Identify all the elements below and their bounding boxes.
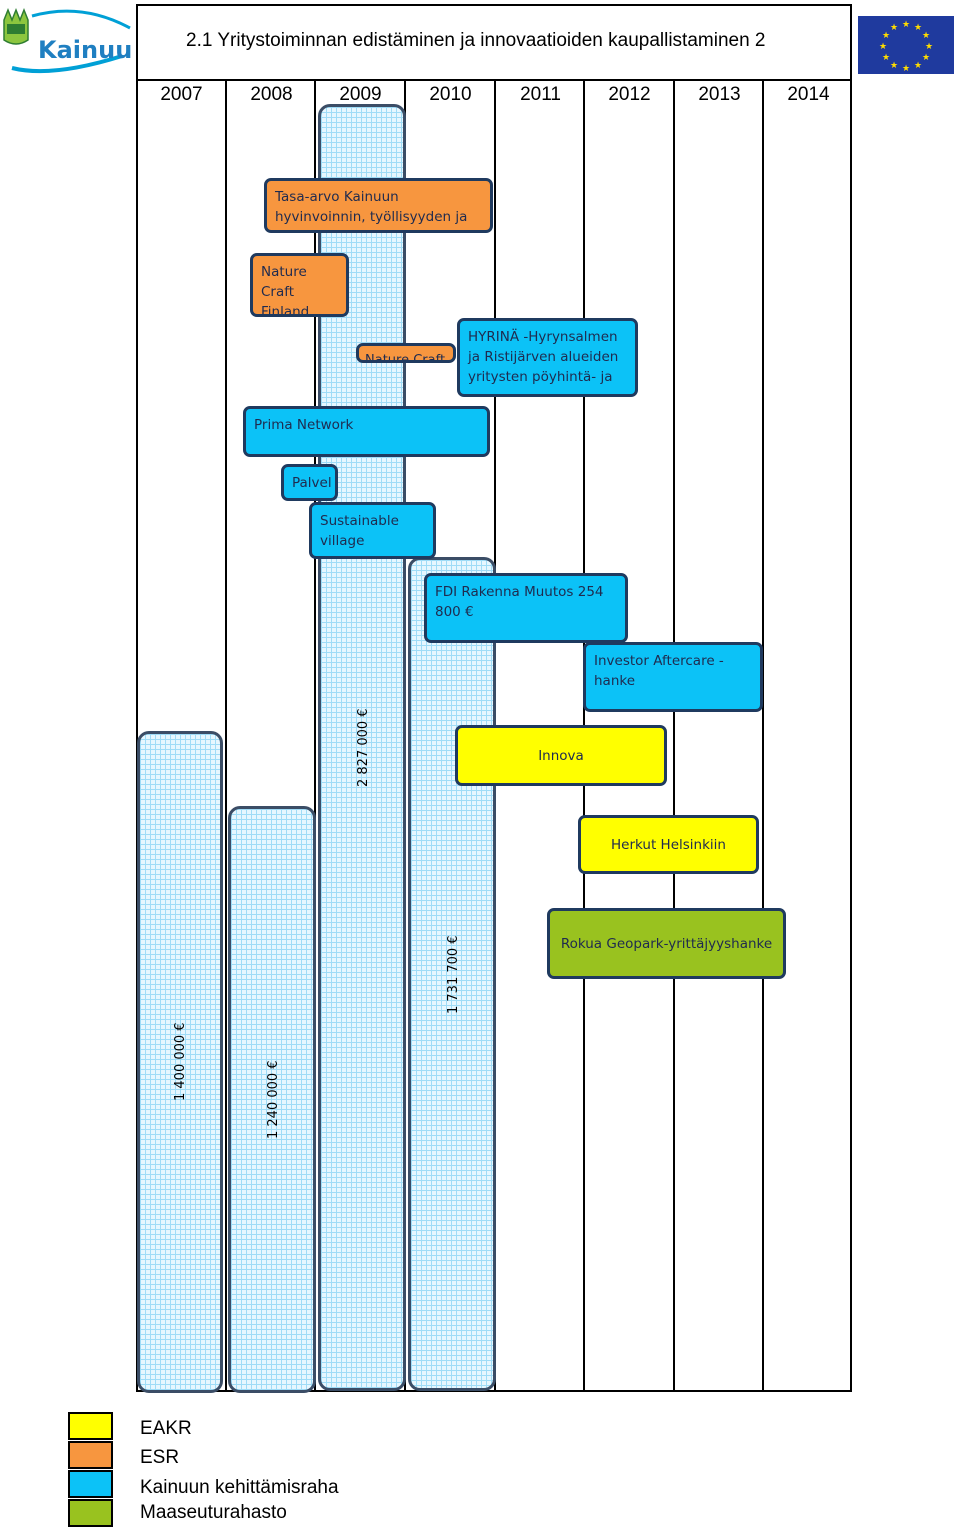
year-header: 2007: [160, 84, 203, 105]
project-innova: Innova: [455, 725, 667, 786]
project-nature-craft-finland: Nature Craft Finland: [250, 253, 349, 317]
svg-text:★: ★: [882, 30, 890, 40]
year-header: 2009: [339, 84, 382, 105]
svg-text:★: ★: [882, 52, 890, 62]
svg-text:★: ★: [925, 41, 933, 51]
project-nature-craft-small: Nature Craft: [356, 343, 456, 363]
svg-text:★: ★: [914, 22, 922, 32]
year-header: 2012: [608, 84, 651, 105]
svg-text:★: ★: [890, 60, 898, 70]
legend-label-maaseutu: Maaseuturahasto: [140, 1502, 287, 1523]
project-sustainable-village: Sustainable village: [309, 502, 436, 559]
kainuu-logo: Kainuu: [2, 6, 132, 76]
kainuu-logo-icon: [3, 7, 131, 74]
column-divider: [673, 81, 675, 1392]
legend-label-eakr: EAKR: [140, 1418, 192, 1439]
column-divider: [314, 81, 316, 1392]
eu-flag-icon: ★ ★ ★ ★ ★ ★ ★ ★ ★ ★ ★ ★: [858, 16, 954, 74]
budget-bar-2007: [137, 731, 223, 1393]
budget-amount-2009: 2 827 000 €: [356, 708, 371, 787]
legend-swatch-eakr: [68, 1412, 113, 1440]
budget-amount-2008: 1 240 000 €: [266, 1060, 281, 1139]
title-bar: [136, 4, 852, 81]
legend-swatch-kehittamisraha: [68, 1470, 113, 1498]
year-header: 2008: [250, 84, 293, 105]
svg-text:★: ★: [902, 19, 910, 29]
year-header: 2013: [698, 84, 741, 105]
project-prima-network: Prima Network: [243, 406, 490, 457]
budget-bar-2010: [408, 557, 496, 1391]
project-rokua-geopark: Rokua Geopark-yrittäjyyshanke: [547, 908, 786, 979]
svg-text:★: ★: [890, 22, 898, 32]
legend-swatch-esr: [68, 1441, 113, 1469]
year-header: 2010: [429, 84, 472, 105]
budget-bar-2008: [228, 806, 316, 1393]
year-header: 2011: [520, 84, 561, 105]
project-palvel: Palvel: [281, 464, 338, 501]
column-divider: [762, 81, 764, 1392]
svg-text:★: ★: [922, 30, 930, 40]
svg-text:★: ★: [922, 52, 930, 62]
svg-text:★: ★: [914, 60, 922, 70]
svg-text:★: ★: [879, 41, 887, 51]
legend-swatch-maaseutu: [68, 1499, 113, 1527]
project-hyrina: HYRINÄ -Hyrynsalmen ja Ristijärven aluei…: [457, 318, 638, 397]
project-tasa-arvo: Tasa-arvo Kainuun hyvinvoinnin, työllisy…: [264, 178, 493, 233]
page-title: 2.1 Yritystoiminnan edistäminen ja innov…: [186, 30, 766, 51]
eu-flag: ★ ★ ★ ★ ★ ★ ★ ★ ★ ★ ★ ★: [858, 16, 954, 74]
legend-label-esr: ESR: [140, 1447, 180, 1468]
project-investor-aftercare: Investor Aftercare -hanke: [583, 642, 763, 712]
legend-label-kehittamisraha: Kainuun kehittämisraha: [140, 1477, 339, 1498]
project-herkut-helsinkiin: Herkut Helsinkiin: [578, 815, 759, 874]
budget-amount-2007: 1 400 000 €: [173, 1022, 188, 1101]
project-fdi-rakenna-muutos: FDI Rakenna Muutos 254 800 €: [424, 573, 628, 643]
column-divider: [225, 81, 227, 1392]
year-header: 2014: [787, 84, 830, 105]
budget-amount-2010: 1 731 700 €: [446, 935, 461, 1014]
kainuu-logo-text: Kainuu: [38, 36, 133, 64]
svg-text:★: ★: [902, 63, 910, 73]
budget-bar-2009: [318, 104, 406, 1391]
